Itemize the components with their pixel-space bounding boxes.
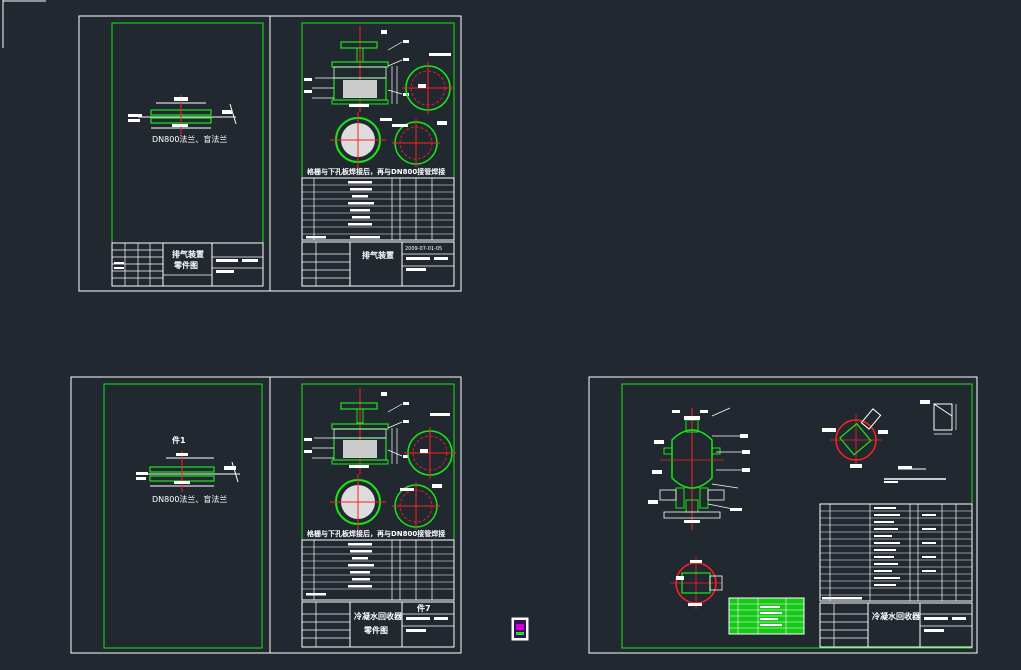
sheet-border (269, 15, 462, 292)
ucs-corner-marker (2, 0, 46, 48)
parts-list-table (301, 539, 455, 601)
vent-flange-plan-view-lower (380, 118, 447, 167)
drawing-sheet-assembly[interactable]: 冷凝水回收器 (588, 376, 978, 654)
title-block-name: 冷凝水回收器 (354, 611, 403, 621)
vent-flange-plan-view-lower (392, 482, 442, 530)
flange-section-drawing (136, 451, 240, 492)
fabrication-note: 格栅与下孔板焊接后，再与DN800接管焊接 (307, 167, 445, 176)
nozzle-table (728, 597, 805, 635)
sheet-border (588, 376, 978, 654)
title-block (111, 242, 264, 287)
vent-grid-plan-view (330, 112, 386, 168)
title-block-subtitle: 零件图 (363, 625, 388, 635)
vent-flange-plan-view-upper (404, 413, 456, 479)
fabrication-note: 格栅与下孔板焊接后，再与DN800接管焊接 (307, 529, 445, 538)
title-block-subtitle: 零件图 (173, 260, 198, 270)
vent-grid-plan-view (330, 474, 386, 530)
drawing-sheet-vent-bottom[interactable]: 格栅与下孔板焊接后，再与DN800接管焊接 (269, 376, 462, 654)
flange-section-drawing (128, 95, 237, 134)
support-detail-view (920, 400, 957, 435)
vent-flange-plan-view-upper (402, 53, 454, 114)
vent-section-drawing (304, 26, 409, 112)
sheet-border (269, 376, 462, 654)
drawing-sheet-vent-top[interactable]: 格栅与下孔板焊接后，再与DN800接管焊接 (269, 15, 462, 292)
drawing-code: 2009-07-01-05 (405, 246, 442, 252)
assembly-parts-list (819, 503, 973, 602)
drawing-sheet-flange-top[interactable]: DN800法兰、盲法兰 排气装置 零件图 (78, 15, 271, 292)
vessel-elevation-view (648, 407, 750, 530)
part-number: 件7 (417, 603, 431, 613)
title-block-name: 冷凝水回收器 (872, 611, 921, 621)
title-block (301, 601, 455, 648)
flange-caption: DN800法兰、盲法兰 (152, 494, 227, 504)
sheet-frame (103, 383, 263, 649)
title-block-name: 排气装置 (172, 249, 204, 259)
flange-caption: DN800法兰、盲法兰 (152, 134, 227, 144)
title-block (301, 241, 455, 287)
title-block (819, 602, 973, 648)
vessel-plan-view (670, 557, 723, 609)
parts-list-table (301, 177, 455, 241)
viewport-thumbnail-icon[interactable] (511, 617, 529, 641)
vent-section-drawing (304, 388, 409, 474)
part-number: 件1 (172, 435, 186, 445)
nozzle-detail-view (822, 408, 946, 483)
title-block-name: 排气装置 (362, 250, 394, 260)
